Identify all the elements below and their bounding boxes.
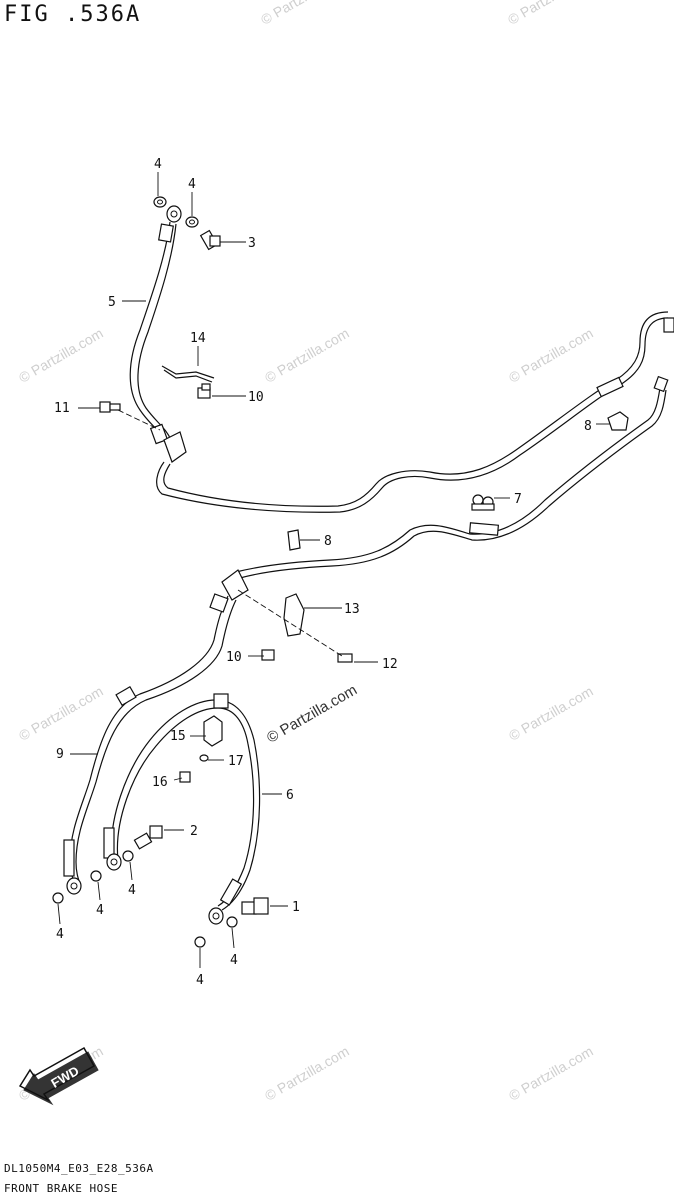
callout-5: 5	[108, 295, 116, 310]
bracket-13[interactable]	[283, 593, 305, 637]
callout-12: 12	[382, 657, 398, 672]
callout-10: 10	[226, 650, 242, 665]
washer-4-low-a[interactable]	[52, 892, 64, 904]
callout-4: 4	[128, 883, 136, 898]
callout-8: 8	[584, 419, 592, 434]
clip-10-top[interactable]	[197, 383, 211, 399]
callout-8: 8	[324, 534, 332, 549]
callout-14: 14	[190, 331, 206, 346]
fwd-arrow-icon: FWD	[18, 1046, 99, 1106]
callout-7: 7	[514, 492, 522, 507]
washer-4-low-b[interactable]	[90, 870, 102, 882]
bolt-12[interactable]	[337, 653, 353, 663]
callout-3: 3	[248, 236, 256, 251]
figure-title: FIG .536A	[4, 2, 142, 27]
hose-5[interactable]	[129, 205, 182, 445]
hose-9[interactable]	[63, 569, 249, 895]
washer-4-top-a[interactable]	[153, 196, 167, 208]
bolt-3[interactable]	[199, 229, 221, 251]
washer-17[interactable]	[199, 754, 209, 762]
callout-4: 4	[230, 953, 238, 968]
bolt-1[interactable]	[241, 897, 269, 915]
clip-10-mid[interactable]	[261, 649, 275, 661]
lower-pipe[interactable]	[235, 375, 669, 579]
callout-2: 2	[190, 824, 198, 839]
clamp-15[interactable]	[203, 715, 223, 747]
washer-4-low-d[interactable]	[194, 936, 206, 948]
washer-4-low-e[interactable]	[226, 916, 238, 928]
callout-4: 4	[188, 177, 196, 192]
clamp-7[interactable]	[471, 494, 495, 511]
callout-9: 9	[56, 747, 64, 762]
callout-10: 10	[248, 390, 264, 405]
callout-4: 4	[96, 903, 104, 918]
callout-6: 6	[286, 788, 294, 803]
bolt-2[interactable]	[133, 825, 163, 850]
bracket-14[interactable]	[161, 365, 215, 383]
hose-6[interactable]	[103, 693, 261, 925]
callout-4: 4	[56, 927, 64, 942]
bolt-11[interactable]	[99, 401, 121, 413]
callout-4: 4	[196, 973, 204, 988]
callout-15: 15	[170, 729, 186, 744]
callout-16: 16	[152, 775, 168, 790]
callout-11: 11	[54, 401, 70, 416]
bolt-16[interactable]	[179, 771, 191, 783]
junction-block[interactable]	[156, 311, 674, 513]
grommet-8-mid[interactable]	[287, 529, 301, 551]
callout-13: 13	[344, 602, 360, 617]
callout-4: 4	[154, 157, 162, 172]
washer-4-low-c[interactable]	[122, 850, 134, 862]
washer-4-top-b[interactable]	[185, 216, 199, 228]
figure-caption: FRONT BRAKE HOSE	[4, 1182, 118, 1195]
model-code: DL1050M4_E03_E28_536A	[4, 1162, 154, 1175]
callout-17: 17	[228, 754, 244, 769]
grommet-8-right[interactable]	[607, 411, 629, 431]
callout-1: 1	[292, 900, 300, 915]
